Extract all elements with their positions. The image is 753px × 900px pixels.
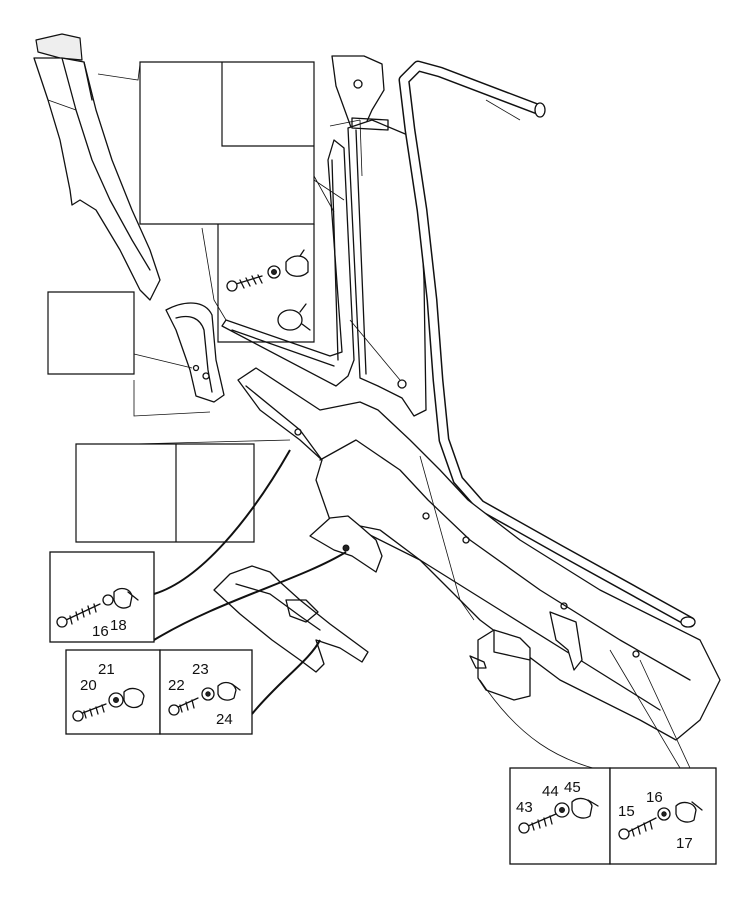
label-15: 15 <box>618 803 635 820</box>
callout-box-b: 21 20 <box>65 649 161 735</box>
label-20: 20 <box>80 677 97 694</box>
callout-box-d: 43 44 45 <box>509 767 611 865</box>
b-pillar-cover <box>331 55 427 417</box>
label-16: 16 <box>92 623 109 640</box>
label-43: 43 <box>516 799 533 816</box>
a-pillar-upper-trim <box>33 33 161 301</box>
top-fastener-group <box>226 249 311 331</box>
leader-lines <box>97 63 691 771</box>
door-weatherstrip <box>398 60 696 628</box>
callout-box-e: 15 16 17 <box>609 767 717 865</box>
cover-box <box>469 629 531 701</box>
pillar-bracket <box>165 302 225 403</box>
label-45: 45 <box>564 779 581 796</box>
label-23: 23 <box>192 661 209 678</box>
callout-box-a: 16 18 <box>49 551 155 643</box>
sill-clip <box>549 611 583 671</box>
label-18: 18 <box>110 617 127 634</box>
label-22: 22 <box>168 677 185 694</box>
label-16b: 16 <box>646 789 663 806</box>
label-24: 24 <box>216 711 233 728</box>
sill-trim-panel <box>237 367 721 741</box>
empty-frames <box>47 61 315 543</box>
label-44: 44 <box>542 783 559 800</box>
label-17: 17 <box>676 835 693 852</box>
windscreen-seal-strip <box>221 139 355 387</box>
callout-box-c: 23 22 24 <box>159 649 253 735</box>
label-21: 21 <box>98 661 115 678</box>
